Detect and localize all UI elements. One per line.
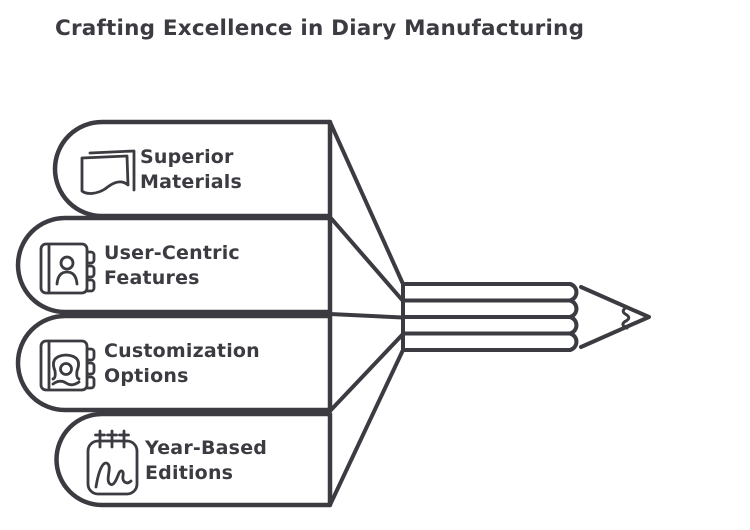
scribble-line	[94, 461, 133, 489]
person-head	[59, 255, 75, 271]
binder-ring	[118, 429, 130, 449]
bar-customization-options	[15, 313, 333, 413]
pencil-stripe-cap	[568, 331, 579, 352]
fold-line	[328, 312, 405, 320]
pencil-stripe-cap	[568, 282, 579, 303]
pencil-fold-lines	[328, 120, 405, 507]
contact-book-user-icon	[39, 242, 96, 295]
bar-superior-materials	[52, 119, 333, 219]
fold-line	[328, 215, 405, 303]
fold-line	[328, 348, 405, 507]
spiral-notepad-icon	[86, 429, 139, 496]
feature-label-superior-materials: Superior Materials	[140, 146, 243, 193]
profile-shoulders	[51, 379, 81, 387]
pencil-body	[401, 282, 651, 352]
bar-user-centric-features	[15, 215, 333, 315]
pencil-stripe-cap	[568, 298, 579, 319]
fold-line	[328, 332, 405, 413]
back-sheet	[88, 149, 136, 192]
feature-label-year-based-editions: Year-Based Editions	[145, 437, 268, 484]
binder-ring	[94, 429, 106, 449]
page-title: Crafting Excellence in Diary Manufacturi…	[55, 16, 585, 41]
feature-label-user-centric-features: User-Centric Features	[104, 242, 240, 289]
pencil-stripe-cap	[568, 315, 579, 336]
front-sheet-wavy	[80, 154, 130, 195]
person-shoulders	[55, 270, 79, 286]
paper-sheets-icon	[80, 149, 136, 195]
pencil-tip-cone	[579, 285, 651, 349]
profile-hair-arch	[51, 353, 81, 381]
feature-label-customization-options: Customization Options	[104, 340, 260, 387]
fold-line	[328, 120, 405, 286]
contact-book-profile-icon	[39, 339, 96, 392]
profile-face	[59, 362, 73, 376]
pencil-lead-zigzag	[621, 305, 631, 330]
binder-ring	[106, 429, 118, 449]
